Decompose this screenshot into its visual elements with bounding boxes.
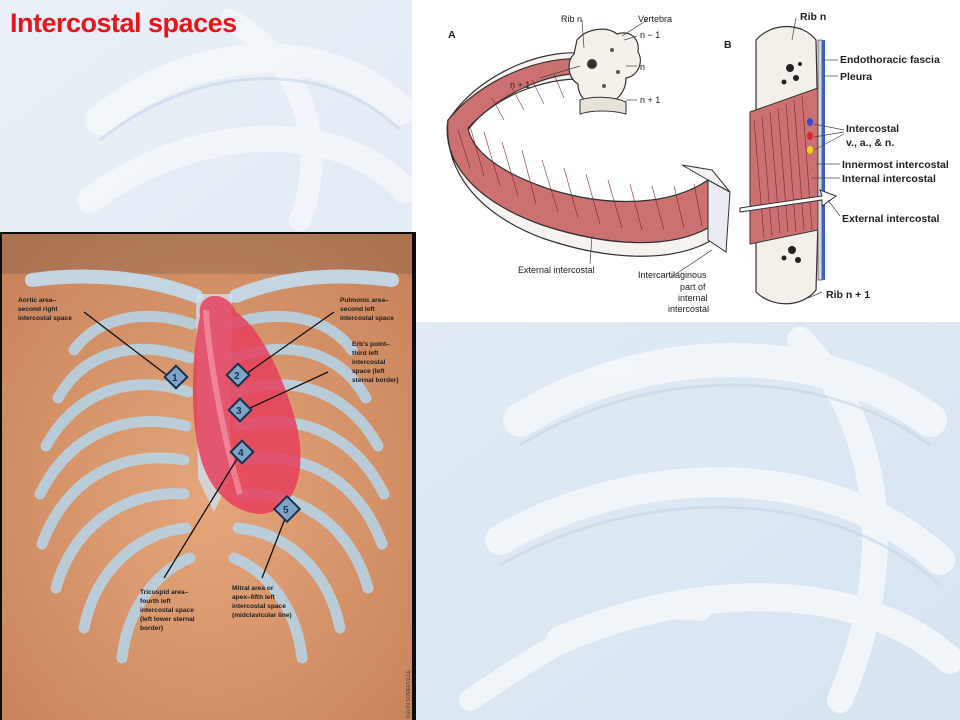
svg-text:(left lower sternal: (left lower sternal — [140, 616, 195, 623]
label-intercostal: Intercostal — [846, 123, 899, 135]
label-pulmonic-area: Pulmonic area– second left intercostal s… — [340, 297, 394, 322]
svg-text:5: 5 — [283, 505, 289, 516]
intercostal-vein — [807, 118, 813, 126]
label-mitral-area: Mitral area or apex–fifth left intercost… — [232, 585, 292, 619]
auscultation-marker-2: 2 — [225, 362, 251, 388]
diagram-b: B — [724, 11, 949, 305]
svg-text:Tricuspid area–: Tricuspid area– — [140, 589, 189, 596]
diagram-a: A Rib n Vertebra n − 1 n n + 1 n + 1 Ext… — [446, 14, 731, 314]
svg-text:3: 3 — [236, 406, 242, 417]
svg-text:intercostal space: intercostal space — [18, 315, 72, 322]
svg-text:third left: third left — [352, 350, 379, 357]
label-intercartilaginous-2: part of — [680, 282, 706, 292]
label-tricuspid-area: Tricuspid area– fourth left intercostal … — [140, 589, 195, 632]
chest-auscultation-image: 1 2 3 4 5 Aortic area– second right — [0, 232, 416, 720]
svg-text:Pulmonic area–: Pulmonic area– — [340, 297, 389, 304]
svg-text:2: 2 — [234, 371, 240, 382]
label-n: n — [640, 62, 645, 72]
clavicles — [25, 269, 399, 303]
label-rib-n-plus-1: Rib n + 1 — [826, 289, 870, 301]
label-internal-intercostal: Internal intercostal — [842, 173, 936, 185]
svg-text:4: 4 — [238, 448, 244, 459]
intercostal-muscle-layers — [749, 87, 819, 245]
left-ribs — [34, 311, 198, 664]
svg-text:space (left: space (left — [352, 368, 385, 375]
svg-text:second right: second right — [18, 306, 58, 313]
svg-text:intercostal space: intercostal space — [232, 603, 286, 610]
svg-text:intercostal space: intercostal space — [340, 315, 394, 322]
label-n-plus-1-left: n + 1 — [510, 80, 530, 90]
label-erbs-point: Erb's point– third left intercostal spac… — [352, 341, 399, 384]
svg-text:Aortic area–: Aortic area– — [18, 297, 56, 304]
label-vertebra: Vertebra — [638, 14, 672, 24]
svg-text:Erb's point–: Erb's point– — [352, 341, 390, 348]
panel-b-letter: B — [724, 39, 732, 51]
auscultation-marker-1: 1 — [163, 364, 189, 390]
intercostal-nerve — [807, 146, 813, 154]
svg-text:intercostal: intercostal — [352, 359, 386, 366]
label-n-plus-1-right: n + 1 — [640, 95, 660, 105]
label-pleura: Pleura — [840, 71, 872, 83]
endothoracic-fascia — [817, 39, 823, 281]
illustrator-credit: KEVIN SOMERVILLE — [406, 669, 412, 718]
vertebra-drawing — [568, 28, 641, 115]
svg-text:fourth left: fourth left — [140, 598, 172, 605]
svg-text:Mitral area or: Mitral area or — [232, 585, 274, 592]
label-rib-n: Rib n — [561, 14, 582, 24]
label-aortic-area: Aortic area– second right intercostal sp… — [18, 297, 72, 322]
label-intercartilaginous-4: intercostal — [668, 304, 709, 314]
slide-title: Intercostal spaces — [10, 8, 237, 38]
label-intercostal-vessels: v., a., & n. — [846, 137, 894, 149]
label-intercartilaginous-1: Intercartilaginous — [638, 270, 707, 280]
svg-text:(midclavicular line): (midclavicular line) — [232, 612, 292, 619]
auscultation-marker-5: 5 — [272, 494, 302, 524]
svg-text:second left: second left — [340, 306, 376, 313]
svg-text:apex–fifth left: apex–fifth left — [232, 594, 276, 601]
chest-drawing: 1 2 3 4 5 Aortic area– second right — [2, 234, 412, 720]
auscultation-marker-4: 4 — [229, 439, 255, 465]
label-b-rib-n: Rib n — [800, 11, 826, 23]
label-intercartilaginous-3: internal — [678, 293, 708, 303]
pleura — [822, 40, 825, 280]
svg-text:sternal border): sternal border) — [352, 377, 399, 384]
anatomy-drawing: A Rib n Vertebra n − 1 n n + 1 n + 1 Ext… — [446, 11, 949, 314]
intercostal-artery — [807, 132, 813, 140]
label-n-minus-1: n − 1 — [640, 30, 660, 40]
label-external-intercostal-b: External intercostal — [842, 213, 940, 225]
intercostal-anatomy-diagram: A Rib n Vertebra n − 1 n n + 1 n + 1 Ext… — [412, 0, 960, 322]
auscultation-marker-3: 3 — [227, 397, 253, 423]
svg-text:intercostal space: intercostal space — [140, 607, 194, 614]
label-external-intercostal-a: External intercostal — [518, 265, 595, 275]
svg-text:border): border) — [140, 625, 163, 632]
label-innermost-intercostal: Innermost intercostal — [842, 159, 949, 171]
label-endothoracic-fascia: Endothoracic fascia — [840, 54, 940, 66]
panel-a-letter: A — [448, 29, 456, 41]
svg-text:1: 1 — [172, 373, 178, 384]
